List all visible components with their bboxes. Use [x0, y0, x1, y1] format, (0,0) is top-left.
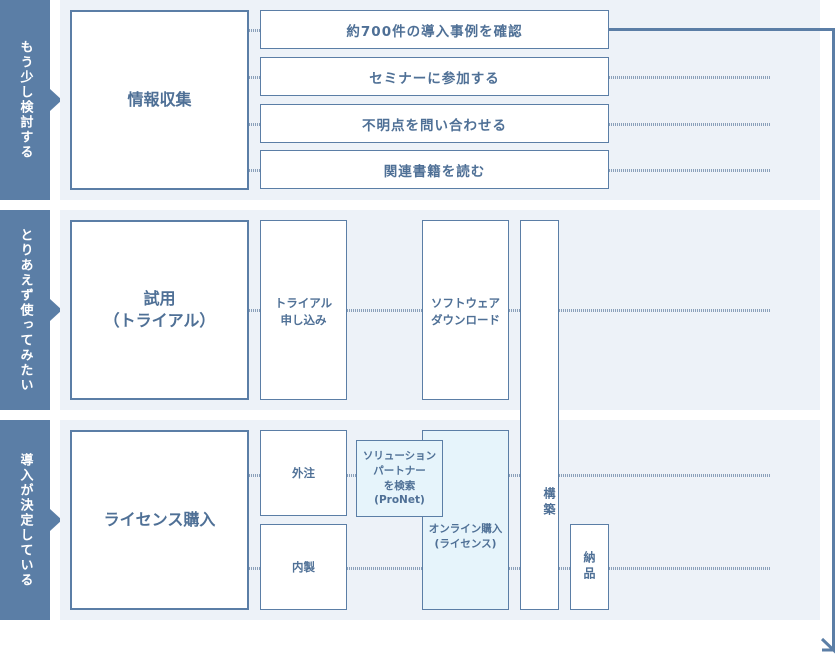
connector: [559, 474, 770, 477]
connector: [249, 309, 260, 312]
box-label: トライアル 申し込み: [274, 296, 333, 327]
delivery-box: 納品: [570, 524, 609, 610]
online-purchase-box[interactable]: オンライン購入 (ライセンス): [422, 430, 509, 610]
connector: [249, 123, 260, 126]
connector: [347, 309, 422, 312]
connector: [609, 169, 770, 172]
box-label: ソリューション パートナー を検索 (ProNet): [362, 450, 437, 507]
main-box-label: 情報収集: [127, 89, 192, 109]
flow-line-horizontal: [609, 28, 835, 31]
main-box-label: 試用 （トライアル）: [103, 288, 216, 330]
connector: [559, 567, 570, 570]
stage-label-trial: とりあえず使ってみたい: [0, 210, 62, 410]
stage-label-text: とりあえず使ってみたい: [17, 227, 33, 393]
connector: [249, 29, 260, 32]
connector: [249, 567, 260, 570]
box-label: 納品: [582, 551, 596, 583]
connector: [559, 309, 770, 312]
row-books[interactable]: 関連書籍を読む: [260, 150, 609, 189]
flow-line-vertical: [832, 28, 835, 644]
arrow-down-icon: [820, 637, 835, 654]
inhouse-box: 内製: [260, 524, 347, 610]
software-download-box[interactable]: ソフトウェア ダウンロード: [422, 220, 509, 400]
row-label: 約700件の導入事例を確認: [346, 23, 523, 40]
build-box: 構築: [520, 220, 559, 610]
connector: [249, 474, 260, 477]
box-label: ソフトウェア ダウンロード: [431, 296, 500, 327]
connector: [509, 567, 520, 570]
connector: [249, 76, 260, 79]
row-seminar[interactable]: セミナーに参加する: [260, 57, 609, 96]
row-label: 関連書籍を読む: [383, 163, 486, 180]
trial-application-box[interactable]: トライアル 申し込み: [260, 220, 347, 400]
connector: [347, 567, 422, 570]
outsourcing-box: 外注: [260, 430, 347, 516]
row-label: セミナーに参加する: [369, 70, 500, 87]
box-label: 外注: [292, 465, 315, 480]
main-box-trial: 試用 （トライアル）: [70, 220, 249, 400]
box-label: 内製: [292, 559, 315, 574]
connector: [347, 474, 357, 477]
main-box-label: ライセンス購入: [103, 509, 216, 529]
stage-label-consider: もう少し検討する: [0, 0, 62, 200]
connector: [609, 567, 770, 570]
stage-label-text: 導入が決定している: [17, 452, 33, 588]
stage-label-decided: 導入が決定している: [0, 420, 62, 620]
row-inquiry[interactable]: 不明点を問い合わせる: [260, 104, 609, 143]
row-label: 不明点を問い合わせる: [362, 117, 507, 134]
box-label: オンライン購入 (ライセンス): [428, 523, 503, 551]
connector: [509, 474, 520, 477]
main-box-info-gathering: 情報収集: [70, 10, 249, 190]
main-box-license-purchase: ライセンス購入: [70, 430, 249, 610]
row-case-studies[interactable]: 約700件の導入事例を確認: [260, 10, 609, 49]
connector: [609, 76, 770, 79]
solution-partner-box[interactable]: ソリューション パートナー を検索 (ProNet): [356, 440, 443, 517]
connector: [509, 309, 520, 312]
connector: [609, 123, 770, 126]
box-label: 構築: [542, 487, 556, 519]
stage-label-text: もう少し検討する: [17, 40, 33, 160]
connector: [249, 169, 260, 172]
